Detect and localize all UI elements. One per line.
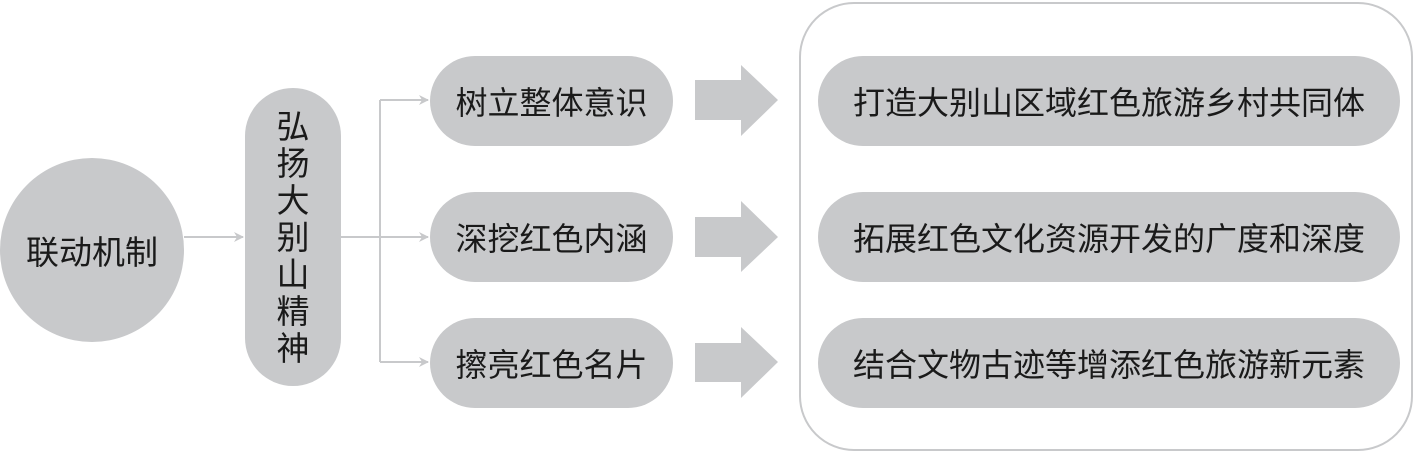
outcome-node-1: 打造大别山区域红色旅游乡村共同体 <box>818 56 1400 146</box>
spirit-char: 大 <box>276 180 310 220</box>
outcome-node-3: 结合文物古迹等增添红色旅游新元素 <box>818 318 1400 408</box>
root-node-label: 联动机制 <box>26 233 158 272</box>
outcome-node-2: 拓展红色文化资源开发的广度和深度 <box>818 192 1400 282</box>
spirit-char: 山 <box>276 254 310 294</box>
measure-node-3: 擦亮红色名片 <box>430 318 673 408</box>
outcome-label: 结合文物古迹等增添红色旅游新元素 <box>852 346 1365 384</box>
spirit-char: 扬 <box>276 143 310 183</box>
spirit-node: 弘 扬 大 别 山 精 神 <box>245 88 341 386</box>
block-arrow-1 <box>695 65 778 136</box>
measure-label: 擦亮红色名片 <box>455 346 648 384</box>
spirit-char: 精 <box>276 291 310 331</box>
measure-node-1: 树立整体意识 <box>430 56 673 146</box>
outcomes-container <box>799 2 1413 451</box>
outcome-label: 打造大别山区域红色旅游乡村共同体 <box>852 84 1365 122</box>
measure-node-2: 深挖红色内涵 <box>430 192 673 282</box>
spirit-char: 弘 <box>276 106 310 146</box>
spirit-char: 神 <box>276 328 310 368</box>
measure-label: 树立整体意识 <box>455 84 648 122</box>
root-node-linkage-mechanism: 联动机制 <box>0 158 184 342</box>
block-arrow-3 <box>695 327 778 398</box>
outcome-label: 拓展红色文化资源开发的广度和深度 <box>852 220 1365 258</box>
block-arrow-2 <box>695 201 778 272</box>
spirit-char: 别 <box>276 217 310 257</box>
measure-label: 深挖红色内涵 <box>455 220 648 258</box>
